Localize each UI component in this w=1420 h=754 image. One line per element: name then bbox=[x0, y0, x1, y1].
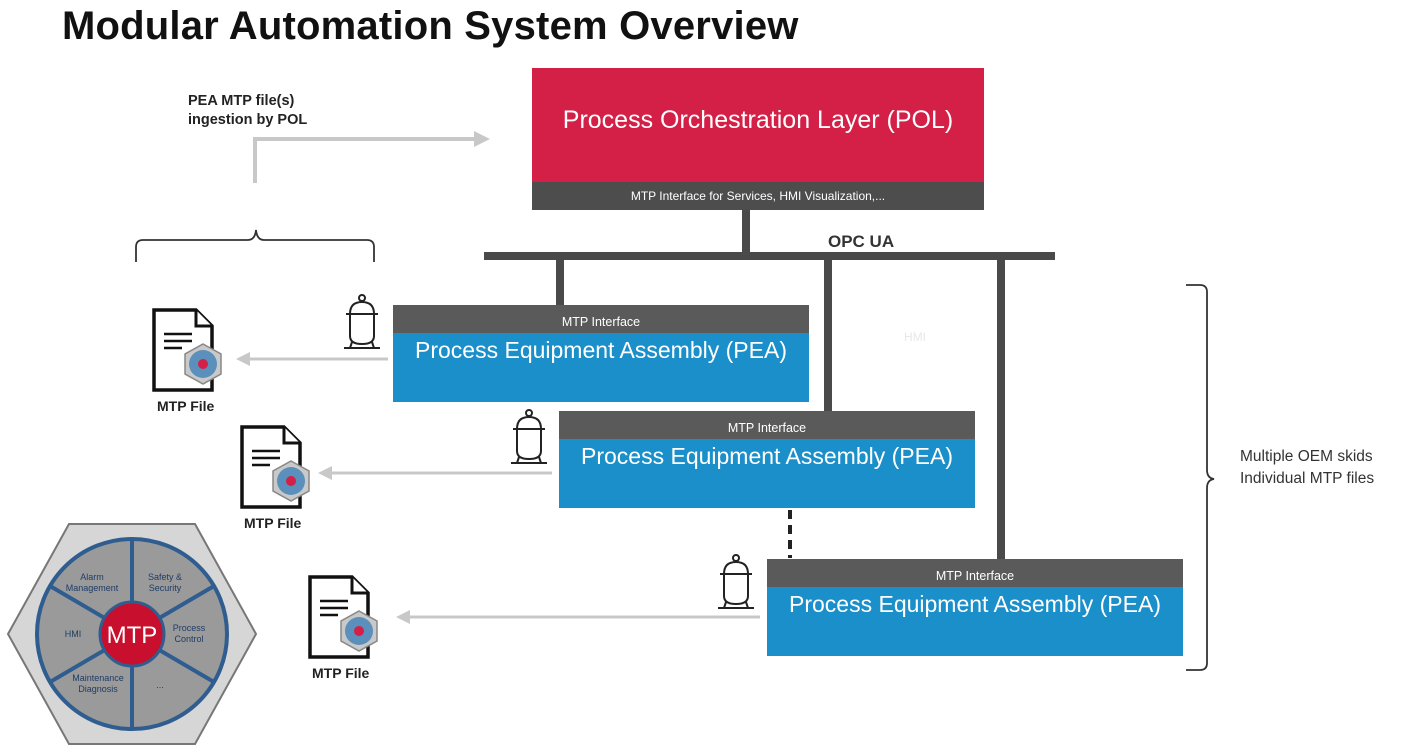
bus-drop-pea3 bbox=[997, 256, 1005, 561]
pea-box-1: MTP Interface Process Equipment Assembly… bbox=[393, 305, 809, 402]
ghost-text: HMI bbox=[904, 330, 926, 344]
sector-label: Security bbox=[149, 583, 182, 593]
sector-label: Diagnosis bbox=[78, 684, 118, 694]
ingestion-label-line1: PEA MTP file(s) bbox=[188, 93, 295, 109]
oem-brace bbox=[1186, 284, 1215, 671]
mtp-file-icon bbox=[308, 575, 378, 659]
sector-label: Alarm bbox=[80, 572, 104, 582]
pol-interface-bar: MTP Interface for Services, HMI Visualiz… bbox=[532, 182, 984, 210]
mtp-file-label: MTP File bbox=[244, 515, 302, 531]
sector-label: HMI bbox=[65, 629, 82, 639]
sector-label: Process bbox=[173, 623, 206, 633]
page-title: Modular Automation System Overview bbox=[62, 4, 799, 48]
tank-icon bbox=[344, 294, 380, 349]
ingestion-label-line2: ingestion by POL bbox=[188, 112, 308, 128]
oem-label-line1: Multiple OEM skids bbox=[1240, 448, 1373, 465]
mtp-file-label: MTP File bbox=[312, 665, 370, 681]
pol-bus-connector bbox=[742, 210, 750, 254]
mtp-file-icon bbox=[152, 308, 222, 392]
opc-ua-bus bbox=[484, 252, 1055, 260]
oem-label: Multiple OEM skids Individual MTP files bbox=[1240, 446, 1374, 490]
opc-ua-label: OPC UA bbox=[828, 232, 895, 251]
sector-label: Safety & bbox=[148, 572, 182, 582]
sector-label: Maintenance bbox=[72, 673, 124, 683]
pea-title: Process Equipment Assembly (PEA) bbox=[767, 587, 1183, 656]
sector-label: Management bbox=[66, 583, 119, 593]
files-brace bbox=[135, 229, 375, 262]
pea-interface-bar: MTP Interface bbox=[767, 559, 1183, 587]
pea-interface-bar: MTP Interface bbox=[559, 411, 975, 439]
hexagon-center-label: MTP bbox=[107, 622, 158, 649]
ingestion-label: PEA MTP file(s) ingestion by POL bbox=[188, 92, 307, 130]
pol-title: Process Orchestration Layer (POL) bbox=[532, 68, 984, 182]
pea-interface-bar: MTP Interface bbox=[393, 305, 809, 333]
mtp-file-icon bbox=[240, 425, 310, 509]
pea-box-2: MTP Interface Process Equipment Assembly… bbox=[559, 411, 975, 508]
mtp-file-label: MTP File bbox=[157, 398, 215, 414]
pea-title: Process Equipment Assembly (PEA) bbox=[393, 333, 809, 402]
ingestion-arrowhead bbox=[474, 131, 490, 147]
hexagon-center bbox=[98, 600, 166, 668]
pea-title: Process Equipment Assembly (PEA) bbox=[559, 439, 975, 508]
sector-label: ... bbox=[156, 680, 164, 690]
ingestion-arrow bbox=[253, 137, 478, 183]
oem-label-line2: Individual MTP files bbox=[1240, 470, 1375, 487]
pea-box-3: MTP Interface Process Equipment Assembly… bbox=[767, 559, 1183, 656]
pol-box: Process Orchestration Layer (POL) MTP In… bbox=[532, 68, 984, 210]
tank-icon bbox=[718, 554, 754, 609]
sector-label: Control bbox=[174, 634, 203, 644]
tank-icon bbox=[511, 409, 547, 464]
mtp-hexagon: MTP Alarm Management Safety & Security P… bbox=[6, 523, 258, 745]
bus-drop-pea1 bbox=[556, 256, 564, 306]
bus-drop-pea2 bbox=[824, 256, 832, 412]
